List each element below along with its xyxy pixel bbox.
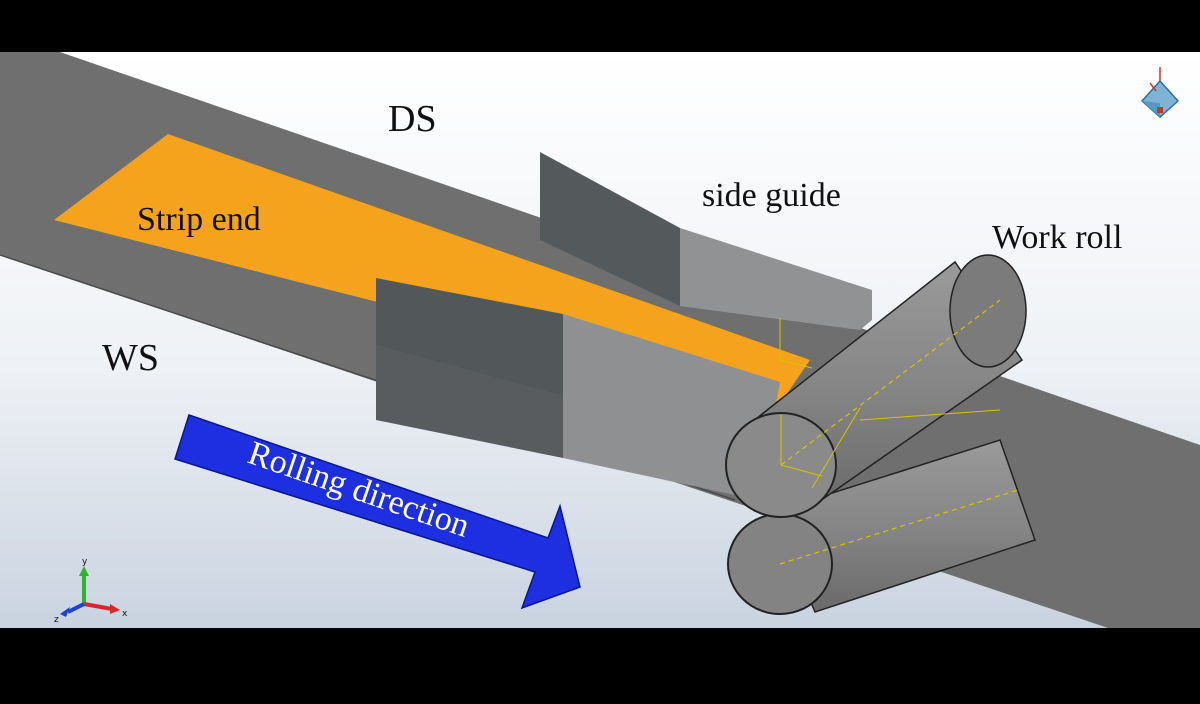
datum-markers — [779, 318, 1001, 489]
axis-triad-icon: y x z — [54, 557, 128, 625]
triad-z-label: z — [54, 615, 59, 625]
top-letterbox — [0, 0, 1200, 52]
ds-label: DS — [388, 98, 437, 140]
ws-side-guide-entry — [376, 278, 563, 396]
work-roll-label: Work roll — [992, 219, 1122, 256]
ws-label: WS — [102, 337, 159, 379]
ds-side-guide-plate — [680, 228, 872, 330]
side-guide-label: side guide — [702, 177, 841, 214]
strip-end-label: Strip end — [137, 201, 261, 238]
bottom-letterbox — [0, 628, 1200, 704]
ds-side-guide-entry — [540, 152, 680, 306]
scene — [0, 52, 1200, 628]
triad-x-label: x — [122, 609, 128, 619]
triad-y-label: y — [82, 557, 88, 567]
bottom-work-roll — [727, 439, 1036, 615]
top-work-roll — [725, 254, 1027, 518]
view-cube-icon[interactable] — [1140, 67, 1180, 119]
ws-side-guide-entry-lower — [376, 345, 563, 458]
ws-side-guide-plate — [563, 314, 780, 495]
